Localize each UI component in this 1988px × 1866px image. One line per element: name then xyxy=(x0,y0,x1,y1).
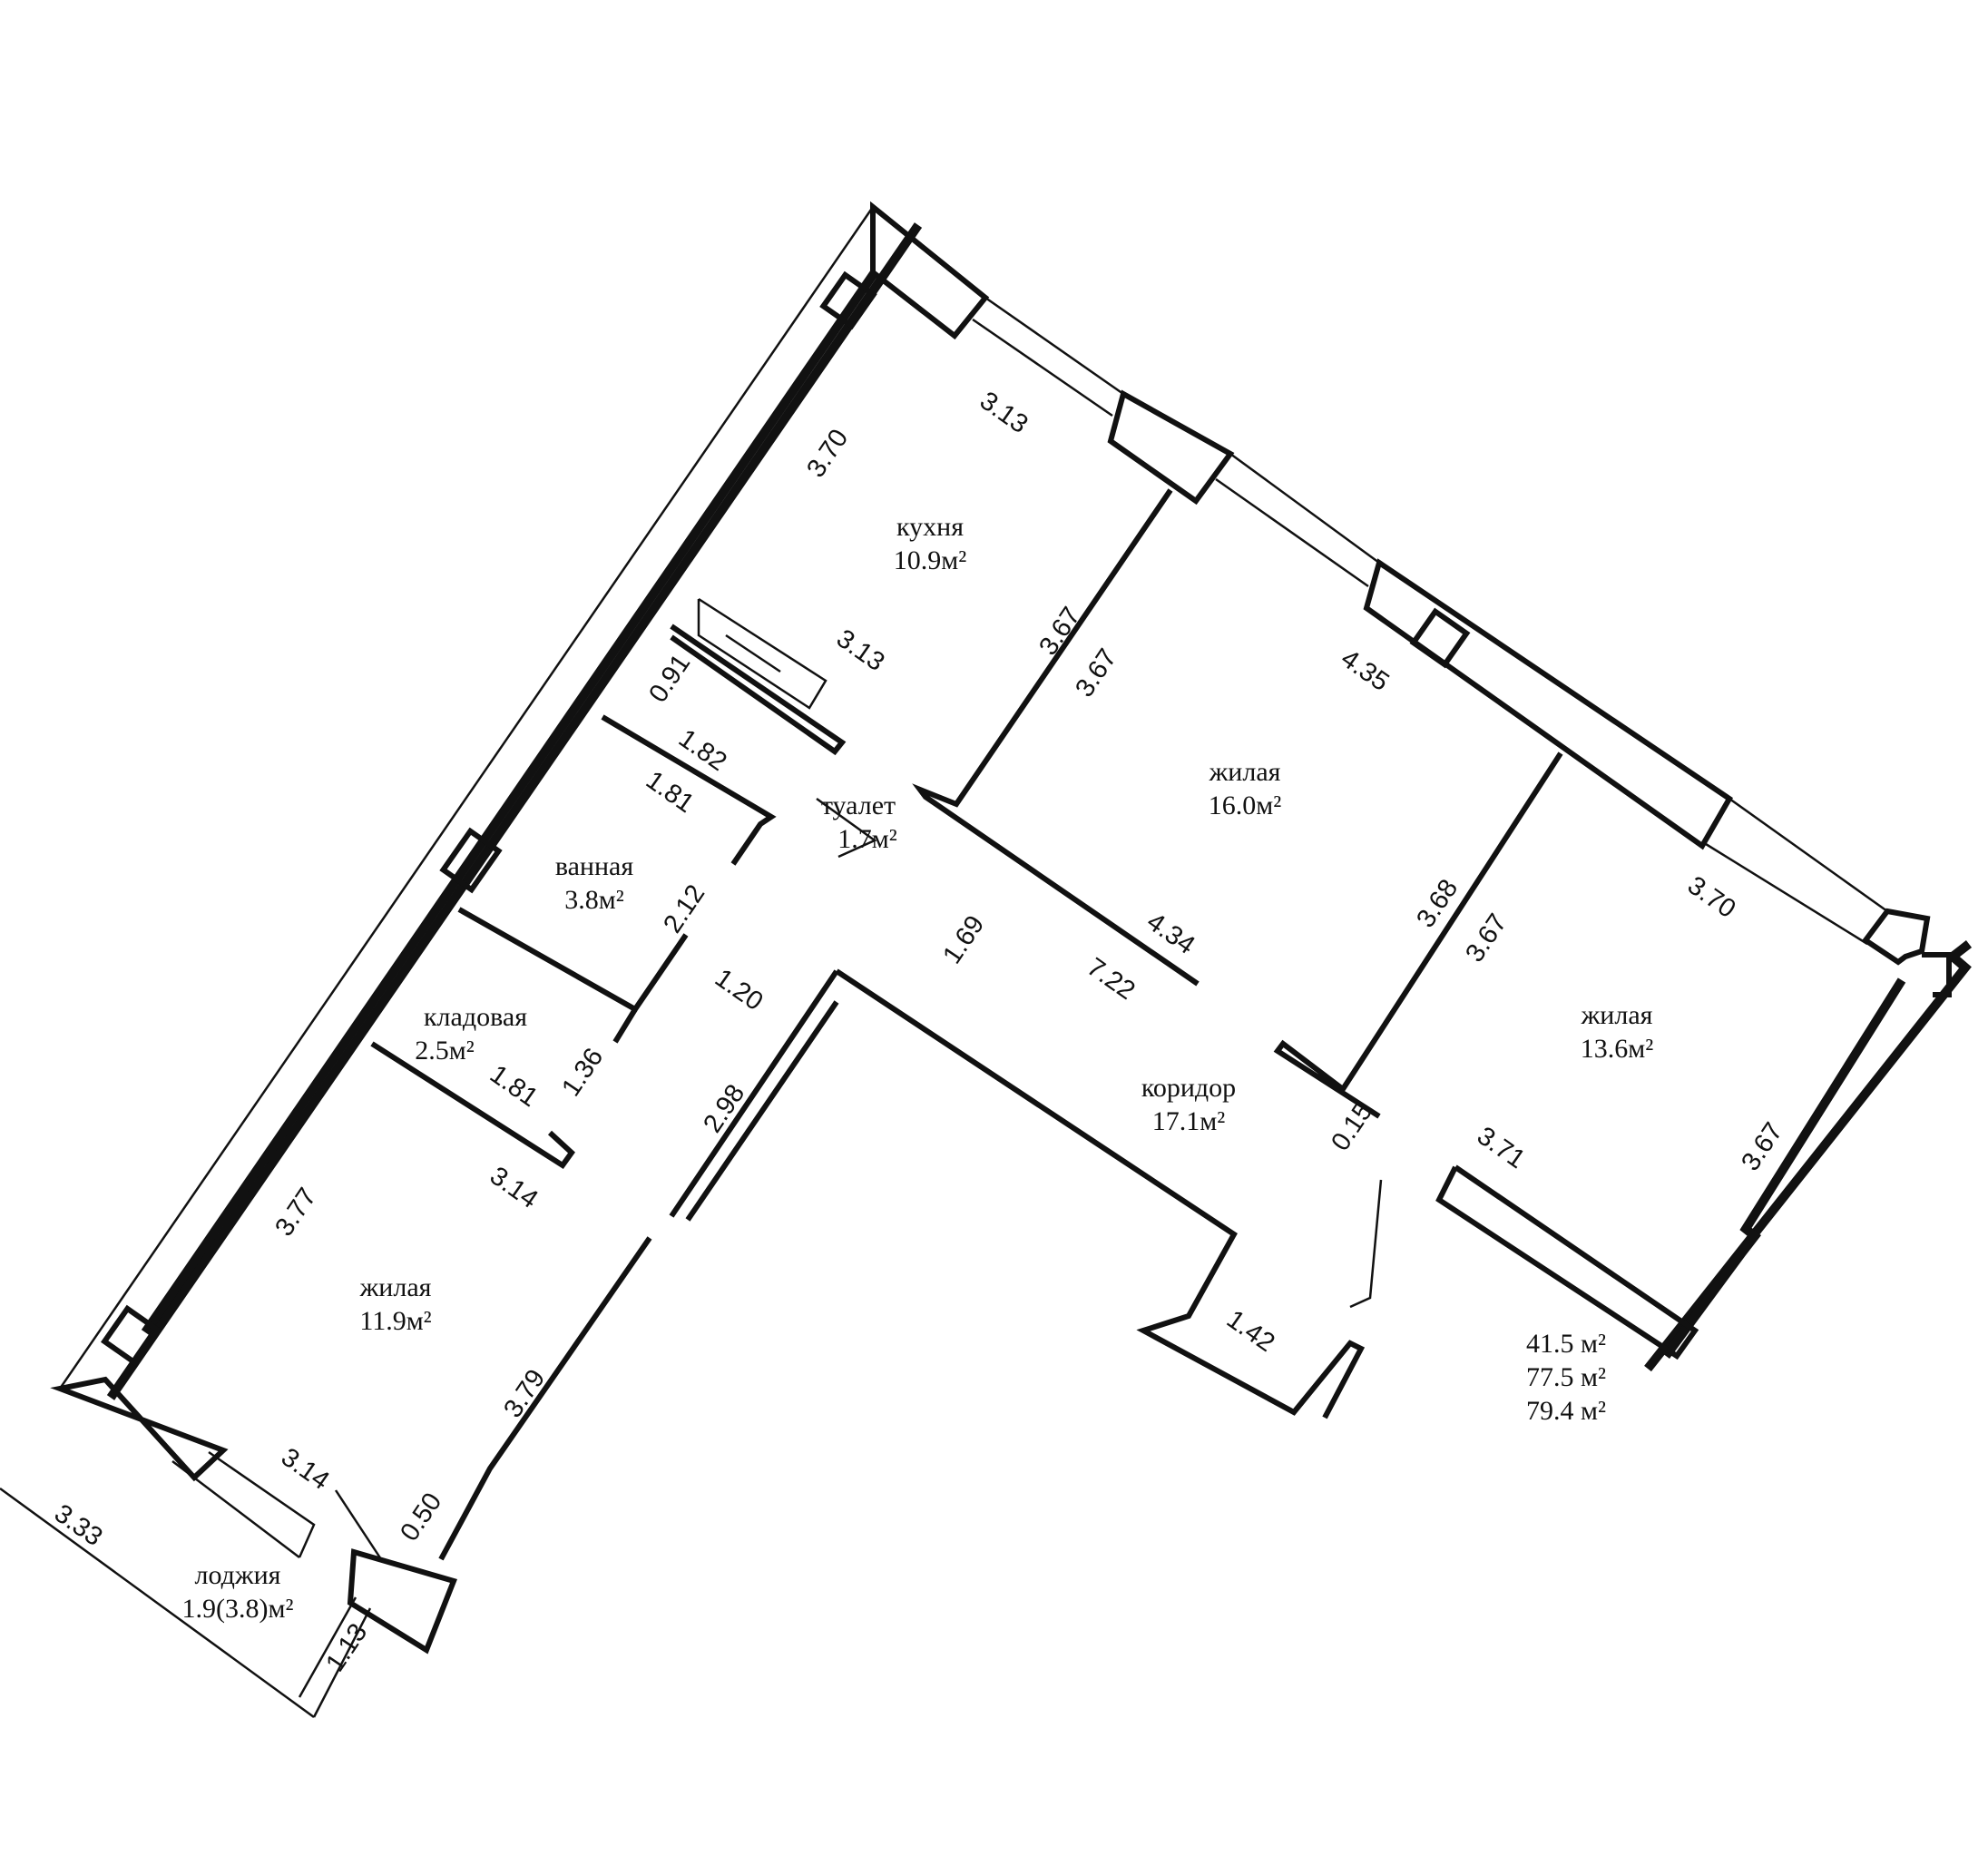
window-line-2b xyxy=(1215,477,1369,588)
loggia-name: лоджия xyxy=(195,1560,281,1590)
dim-label: 1.81 xyxy=(641,766,700,820)
outer-wall-left-outer xyxy=(58,206,875,1390)
bath-area: 3.8м² xyxy=(564,885,623,915)
column-bottom-left xyxy=(101,1304,162,1368)
dim-label: 4.35 xyxy=(1336,644,1395,698)
dim-label: 0.91 xyxy=(643,649,696,708)
loggia-rail-a xyxy=(171,1460,300,1558)
toilet-leader xyxy=(816,797,877,859)
toilet-area: 1.7м² xyxy=(837,824,896,854)
corridor-area: 17.1м² xyxy=(1152,1106,1225,1136)
kitchen-stair-b xyxy=(697,597,828,710)
corridor-left-wall-top xyxy=(669,969,839,1218)
corridor-left-wall-inner xyxy=(685,1000,839,1222)
living2-area: 13.6м² xyxy=(1581,1034,1653,1064)
corner-block-bottom xyxy=(50,1376,229,1482)
dim-label: 3.77 xyxy=(269,1183,322,1242)
right-wall-notch xyxy=(1922,952,1952,997)
storage-wall-stub xyxy=(612,1007,638,1044)
loggia-outer-line xyxy=(0,1487,315,1719)
outer-walls xyxy=(0,201,1973,1719)
kitchen-name: кухня xyxy=(896,512,964,542)
toilet-name: туалет xyxy=(821,791,896,820)
window-line-3b xyxy=(1705,842,1868,946)
dim-label: 3.67 xyxy=(1033,602,1086,661)
loggia-edge-c xyxy=(425,1580,455,1651)
window-line-1b xyxy=(972,318,1113,417)
dim-label: 3.68 xyxy=(1411,874,1464,933)
dim-label: 3.14 xyxy=(276,1443,335,1497)
corner-block-top xyxy=(870,201,990,340)
outer-wall-left-inner xyxy=(141,270,879,1335)
room-labels: кухня 10.9м² жилая 16.0м² жилая 13.6м² ж… xyxy=(182,512,1654,1624)
area-totals: 41.5 м² 77.5 м² 79.4 м² xyxy=(1526,1329,1606,1426)
living1-name: жилая xyxy=(1209,757,1281,787)
kitchen-area: 10.9м² xyxy=(894,545,966,575)
dim-label: 7.22 xyxy=(1082,953,1141,1007)
living-living-wall xyxy=(1273,751,1563,1119)
outer-wall-right-outer xyxy=(1644,940,1973,1372)
living1-area: 16.0м² xyxy=(1209,791,1281,820)
dim-label: 1.13 xyxy=(320,1618,373,1677)
wall-segment-long xyxy=(1363,558,1733,850)
column-mid xyxy=(1409,607,1471,669)
column-left-mid xyxy=(439,827,503,894)
dim-label: 2.12 xyxy=(658,879,710,938)
loggia-rail-b xyxy=(208,1450,316,1558)
dim-label: 3.13 xyxy=(974,387,1033,440)
dim-label: 1.69 xyxy=(937,910,990,969)
dim-label: 1.82 xyxy=(673,724,732,778)
dim-label: 3.13 xyxy=(831,624,890,678)
kitchen-stair-c xyxy=(725,633,781,673)
outer-wall-left-thick xyxy=(106,222,923,1400)
dim-label: 1.36 xyxy=(556,1043,609,1102)
total-area: 77.5 м² xyxy=(1526,1362,1606,1392)
dim-label: 1.42 xyxy=(1221,1305,1280,1359)
dim-label: 3.71 xyxy=(1472,1122,1531,1175)
dim-label: 1.81 xyxy=(485,1060,544,1114)
dimension-labels: 3.70 3.13 3.13 0.91 3.67 3.67 4.35 1.82 … xyxy=(49,387,1788,1677)
loggia-edge-a xyxy=(312,1607,372,1718)
storage-wall-bottom xyxy=(370,1041,575,1170)
window-line-3a xyxy=(1728,797,1888,913)
living3-area: 11.9м² xyxy=(359,1306,431,1336)
loggia-area: 1.9(3.8)м² xyxy=(182,1594,294,1624)
storage-name: кладовая xyxy=(424,1002,527,1032)
corridor-name: коридор xyxy=(1141,1073,1236,1103)
corridor-door-line xyxy=(1349,1179,1383,1309)
column-top-left xyxy=(819,270,877,330)
dim-label: 3.70 xyxy=(1682,871,1741,925)
living2-name: жилая xyxy=(1581,1000,1653,1030)
interior-walls xyxy=(334,488,1699,1561)
dim-label: 1.20 xyxy=(710,964,769,1017)
living3-right-wall xyxy=(438,1236,652,1561)
bath-name: ванная xyxy=(555,851,634,881)
living3-name: жилая xyxy=(359,1272,432,1302)
dim-label: 0.15 xyxy=(1326,1097,1378,1156)
corridor-lower-wall xyxy=(835,968,1366,1419)
loggia-leader xyxy=(334,1489,383,1560)
window-line-1a xyxy=(984,296,1124,396)
window-line-2a xyxy=(1229,452,1380,565)
dim-label: 0.50 xyxy=(395,1488,447,1547)
storage-wall-top xyxy=(457,907,689,1013)
pier-block-1 xyxy=(1107,389,1235,506)
corner-block-right xyxy=(1861,908,1931,966)
kitchen-living-wall xyxy=(912,488,1200,987)
dim-label: 3.14 xyxy=(485,1162,544,1215)
total-area-with-loggia: 79.4 м² xyxy=(1526,1396,1606,1426)
kitchen-stair-a xyxy=(670,624,847,756)
total-living-area: 41.5 м² xyxy=(1526,1329,1606,1359)
outer-wall-right-inner xyxy=(1661,977,1906,1359)
loggia-edge-b xyxy=(298,1596,357,1698)
storage-area: 2.5м² xyxy=(415,1036,474,1066)
dim-label: 3.70 xyxy=(801,424,854,483)
living2-bottom-wall xyxy=(1435,1164,1699,1360)
bath-wall xyxy=(601,714,777,866)
dim-label: 3.67 xyxy=(1460,908,1513,967)
dim-label: 3.67 xyxy=(1070,643,1122,702)
